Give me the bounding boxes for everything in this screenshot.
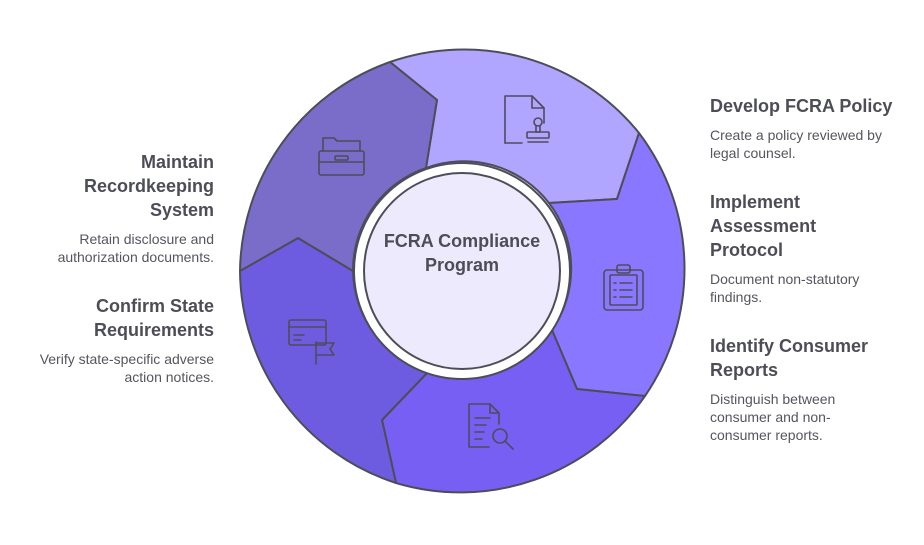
center-circle [363,172,561,370]
segment-develop-policy [389,48,640,204]
label-develop-policy: Develop FCRA Policy Create a policy revi… [710,94,910,162]
desc-recordkeeping: Retain disclosure and authorization docu… [14,230,214,266]
desc-line: Distinguish between [710,391,836,407]
title-consumer-reports: Identify Consumer Reports [710,334,910,382]
desc-line: consumer and non- [710,409,831,425]
desc-line: authorization documents. [57,249,214,265]
file-drawer-icon [318,137,365,176]
desc-line: consumer reports. [710,427,823,443]
title-line: Identify Consumer [710,336,869,356]
title-line: Implement [710,192,801,212]
center-title-line2: Program [425,255,499,275]
document-search-icon [468,403,514,450]
desc-line: Document non-statutory [710,271,860,287]
desc-state-requirements: Verify state-specific adverse action not… [14,350,214,386]
card-flag-icon [288,319,335,365]
title-line: Protocol [710,240,784,260]
title-recordkeeping: Maintain Recordkeeping System [14,150,214,222]
label-consumer-reports: Identify Consumer Reports Distinguish be… [710,334,910,444]
desc-line: Verify state-specific adverse [39,351,214,367]
title-line: System [149,200,214,220]
segment-recordkeeping [239,61,438,272]
desc-line: Create a policy reviewed by [710,127,882,143]
desc-line: findings. [710,289,763,305]
title-line: Maintain [140,152,214,172]
title-state-requirements: Confirm State Requirements [14,294,214,342]
desc-line: legal counsel. [710,145,796,161]
title-assessment-protocol: Implement Assessment Protocol [710,190,910,262]
title-line: Assessment [710,216,817,236]
document-stamp-icon [504,95,550,144]
desc-line: action notices. [124,369,215,385]
center-title-line1: FCRA Compliance [384,231,540,251]
desc-assessment-protocol: Document non-statutory findings. [710,270,910,306]
title-line: Recordkeeping [83,176,214,196]
segment-assessment-protocol [548,132,686,397]
desc-consumer-reports: Distinguish between consumer and non- co… [710,390,910,444]
clipboard-list-icon [603,264,644,311]
title-line: Requirements [93,320,214,340]
title-line: Confirm State [95,296,214,316]
label-state-requirements: Confirm State Requirements Verify state-… [14,294,214,386]
title-develop-policy: Develop FCRA Policy [710,94,910,118]
title-line: Reports [710,360,779,380]
desc-line: Retain disclosure and [79,231,214,247]
label-assessment-protocol: Implement Assessment Protocol Document n… [710,190,910,306]
desc-develop-policy: Create a policy reviewed by legal counse… [710,126,910,162]
label-recordkeeping: Maintain Recordkeeping System Retain dis… [14,150,214,266]
title-line: Develop FCRA Policy [710,96,893,116]
